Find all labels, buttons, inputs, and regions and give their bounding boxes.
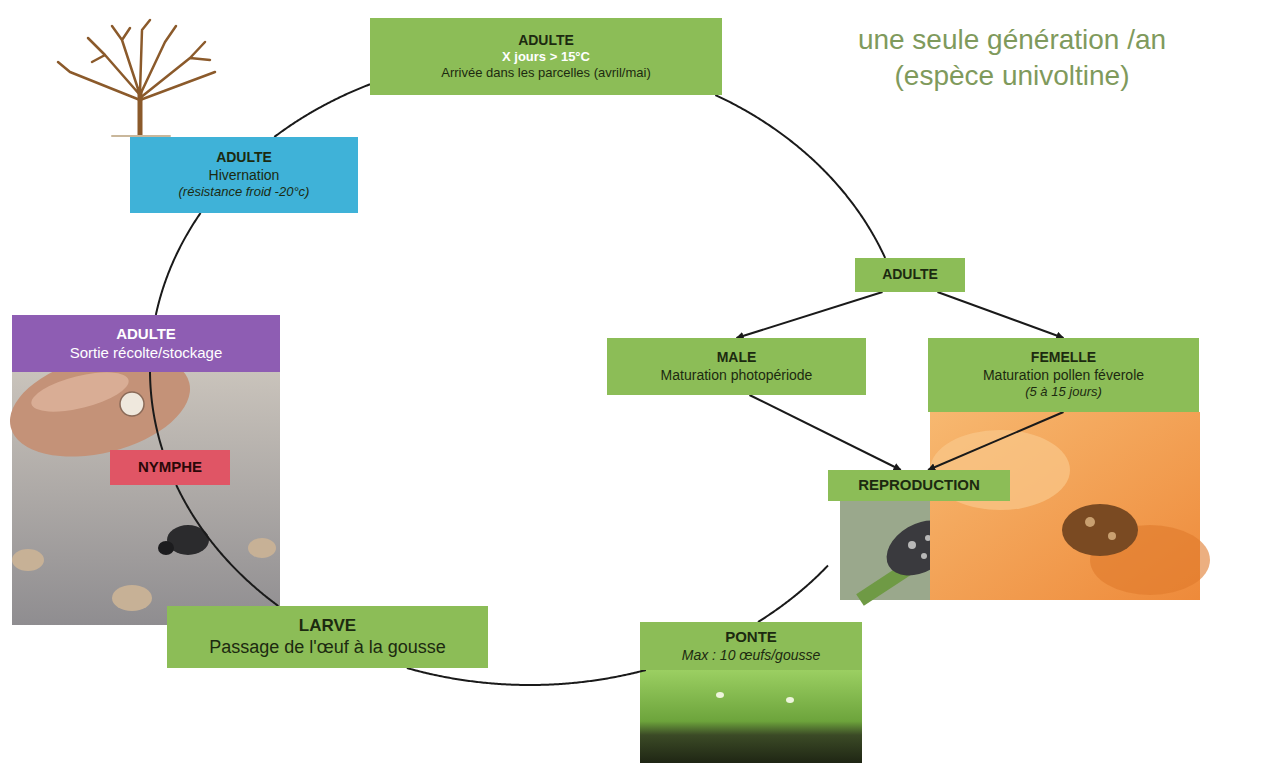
stage-title: FEMELLE bbox=[936, 349, 1191, 367]
stage-box: LARVEPassage de l'œuf à la gousse bbox=[167, 606, 488, 668]
stage-title: ADULTE bbox=[138, 149, 350, 167]
cycle-arc bbox=[407, 668, 646, 685]
stage-detail: Arrivée dans les parcelles (avril/mai) bbox=[378, 65, 714, 81]
note-text: une seule génération /an (espèce univolt… bbox=[832, 22, 1192, 95]
stage-box: MALEMaturation photopériode bbox=[607, 338, 866, 395]
flow-arrow bbox=[928, 412, 1063, 470]
seed bbox=[112, 585, 152, 611]
bean-photo bbox=[0, 336, 280, 625]
cycle-arc bbox=[150, 372, 162, 450]
stage-detail: Maturation pollen féverole bbox=[936, 367, 1191, 385]
stage-title: REPRODUCTION bbox=[828, 470, 1010, 501]
stage-detail: X jours > 15°C bbox=[378, 49, 714, 65]
stage-detail: Sortie récolte/stockage bbox=[20, 344, 272, 363]
pod bbox=[640, 670, 862, 763]
beetle-spot bbox=[1108, 532, 1116, 540]
beetle-spot bbox=[921, 553, 927, 559]
seed bbox=[12, 549, 44, 571]
beetle-spot bbox=[908, 541, 916, 549]
stage-box: REPRODUCTION bbox=[828, 470, 1010, 600]
pod-photo bbox=[640, 670, 862, 763]
stage-title: ADULTE bbox=[861, 266, 959, 284]
stage-box: PONTEMax : 10 œufs/gousse bbox=[640, 622, 862, 670]
tree-branches bbox=[58, 20, 215, 100]
stage-detail: Hivernation bbox=[138, 167, 350, 185]
stage-title: PONTE bbox=[648, 628, 854, 647]
egg bbox=[716, 692, 724, 698]
stage-box: ADULTE bbox=[855, 258, 965, 292]
beetle-spot bbox=[1085, 517, 1095, 527]
flow-arrow bbox=[737, 292, 883, 338]
cycle-arc bbox=[274, 84, 370, 137]
flow-arrow bbox=[938, 292, 1064, 338]
beetle-head bbox=[158, 541, 174, 555]
cycle-arc bbox=[758, 565, 828, 622]
bare-tree bbox=[58, 20, 215, 136]
stage-box: ADULTEHivernation(résistance froid -20°c… bbox=[130, 137, 358, 213]
stage-detail: (résistance froid -20°c) bbox=[138, 184, 350, 200]
cycle-arc bbox=[715, 95, 885, 258]
stage-title: LARVE bbox=[175, 615, 480, 636]
stage-tag: NYMPHE bbox=[110, 450, 230, 485]
stage-detail: Maturation photopériode bbox=[615, 367, 858, 385]
flow-arrow bbox=[749, 395, 900, 470]
stage-detail: Max : 10 œufs/gousse bbox=[648, 647, 854, 665]
stage-box: FEMELLEMaturation pollen féverole(5 à 15… bbox=[928, 338, 1199, 412]
bean-highlight bbox=[28, 364, 133, 419]
cycle-arc bbox=[156, 213, 201, 315]
stage-title: MALE bbox=[615, 349, 858, 367]
beetle bbox=[1062, 504, 1138, 556]
emergence-hole bbox=[120, 392, 144, 416]
stage-title: NYMPHE bbox=[116, 458, 224, 477]
stage-title: ADULTE bbox=[378, 32, 714, 50]
stage-box: ADULTESortie récolte/stockage bbox=[12, 315, 280, 372]
egg bbox=[786, 697, 794, 703]
cycle-arc bbox=[176, 485, 278, 606]
stage-title: ADULTE bbox=[20, 325, 272, 344]
stage-detail: Passage de l'œuf à la gousse bbox=[175, 636, 480, 659]
stage-detail: (5 à 15 jours) bbox=[936, 384, 1191, 400]
seed bbox=[248, 538, 276, 558]
flower-photo bbox=[930, 412, 1210, 600]
stage-box: ADULTEX jours > 15°CArrivée dans les par… bbox=[370, 18, 722, 95]
